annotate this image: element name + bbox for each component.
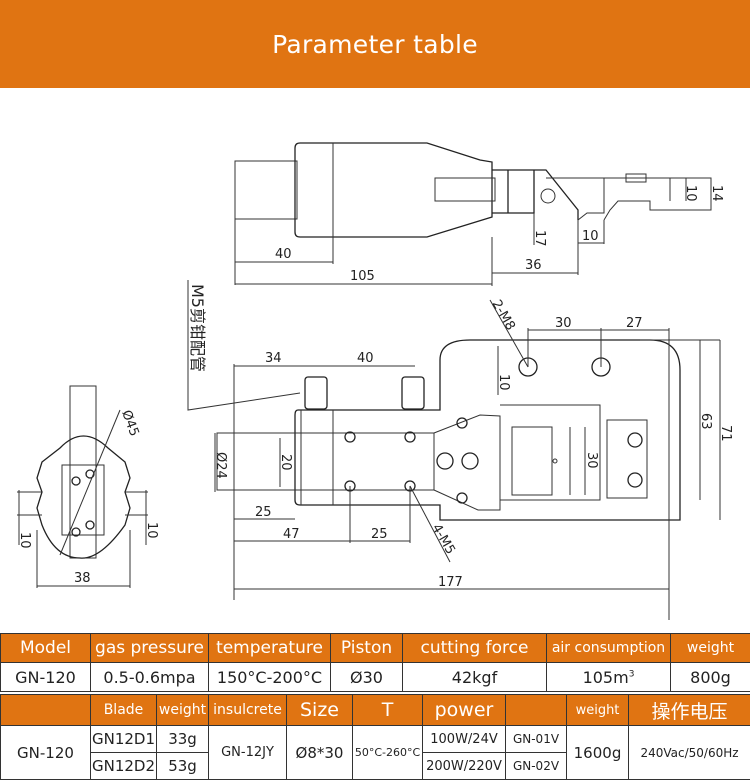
dim-side-40: 40 [275,247,292,262]
header-gas-pressure: gas pressure [90,633,209,663]
dim-top-40: 40 [357,351,374,366]
end-view: Ø45 10 10 38 [17,385,159,588]
dim-side-10a: 10 [582,229,599,244]
side-view: 40 105 36 17 10 10 14 [234,142,724,286]
dim-end-d45: Ø45 [118,408,141,438]
header-weight: weight [670,633,750,663]
cell-weight: 800g [670,662,750,692]
header-blade: Blade [90,694,157,726]
cell-voltage: 240Vac/50/60Hz [628,725,750,780]
dim-end-10a: 10 [17,532,32,549]
cell-model: GN-120 [0,662,91,692]
table-row: GN-120 GN12D1 33g GN-12JY Ø8*30 50°C-260… [0,725,750,780]
dim-side-17: 17 [532,230,547,247]
cell-air-consumption: 105m3 [546,662,671,692]
dim-top-20: 20 [278,454,293,471]
dim-top-34: 34 [265,351,282,366]
dim-top-4-m5: 4-M5 [429,522,458,558]
header-blank [0,694,91,726]
header-t: T [352,694,423,726]
dim-top-63: 63 [698,413,713,430]
dim-end-38: 38 [74,571,91,586]
cell-size: Ø8*30 [286,725,353,780]
cell-power: 200W/220V [422,752,506,780]
header-size: Size [286,694,353,726]
dim-side-14: 14 [709,185,724,202]
note-m5-pipe: M5剪钳配管 [188,284,207,372]
cell-piston: Ø30 [330,662,403,692]
cell-gas-pressure: 0.5-0.6mpa [90,662,209,692]
cell-blade-name: GN12D1 [90,725,157,753]
dim-top-30b: 30 [584,452,599,469]
top-view: M5剪钳配管 34 40 2-M8 3 [187,280,733,620]
cell-code: GN-02V [505,752,567,780]
dim-side-105: 105 [350,269,375,284]
header-voltage: 操作电压 [628,694,750,726]
header-piston: Piston [330,633,403,663]
parameter-table-accessories: Blade weight insulcrete Size T power wei… [0,694,750,780]
cell-insulcrete: GN-12JY [208,725,287,780]
dim-top-25b: 25 [371,527,388,542]
dim-top-10: 10 [496,374,511,391]
dim-top-27: 27 [626,316,643,331]
cell-blade-weight: 33g [156,725,209,753]
dim-top-d24: Ø24 [213,452,228,479]
dim-end-10b: 10 [144,522,159,539]
technical-drawing: 40 105 36 17 10 10 14 M5剪钳配管 34 40 [0,100,750,625]
cell-weight: 1600g [566,725,629,780]
dim-top-47: 47 [283,527,300,542]
cell-code: GN-01V [505,725,567,753]
dim-side-10b: 10 [683,185,698,202]
dim-top-25a: 25 [255,505,272,520]
dim-side-36: 36 [525,258,542,273]
dim-top-177: 177 [438,575,463,590]
air-consumption-value: 105m [582,667,629,687]
cell-temperature: 150°C-200°C [208,662,331,692]
header-code [505,694,567,726]
header-air-consumption: air consumption [546,633,671,663]
dimension-drawing: 40 105 36 17 10 10 14 M5剪钳配管 34 40 [17,142,733,620]
parameter-table-main: Model gas pressure temperature Piston cu… [0,633,750,692]
air-consumption-exponent: 3 [628,669,635,680]
header-model: Model [0,633,91,663]
table-header-row: Blade weight insulcrete Size T power wei… [0,694,750,726]
table-header-row: Model gas pressure temperature Piston cu… [0,633,750,663]
dim-top-71: 71 [718,425,733,442]
header-power: power [422,694,506,726]
header-banner: Parameter table [0,0,750,88]
cell-model: GN-120 [0,725,91,780]
header-weight: weight [566,694,629,726]
header-insulcrete: insulcrete [208,694,287,726]
header-cutting-force: cutting force [402,633,547,663]
table-row: GN-120 0.5-0.6mpa 150°C-200°C Ø30 42kgf … [0,662,750,692]
header-blade-weight: weight [156,694,209,726]
cell-blade-weight: 53g [156,752,209,780]
dim-top-2-m8: 2-M8 [489,298,518,334]
cell-cutting-force: 42kgf [402,662,547,692]
dim-top-30a: 30 [555,316,572,331]
header-temperature: temperature [208,633,331,663]
cell-power: 100W/24V [422,725,506,753]
page-title: Parameter table [272,29,478,59]
cell-temperature: 50°C-260°C [352,725,423,780]
table-row: GN12D2 53g 200W/220V GN-02V [1,752,750,780]
cell-blade-name: GN12D2 [90,752,157,780]
